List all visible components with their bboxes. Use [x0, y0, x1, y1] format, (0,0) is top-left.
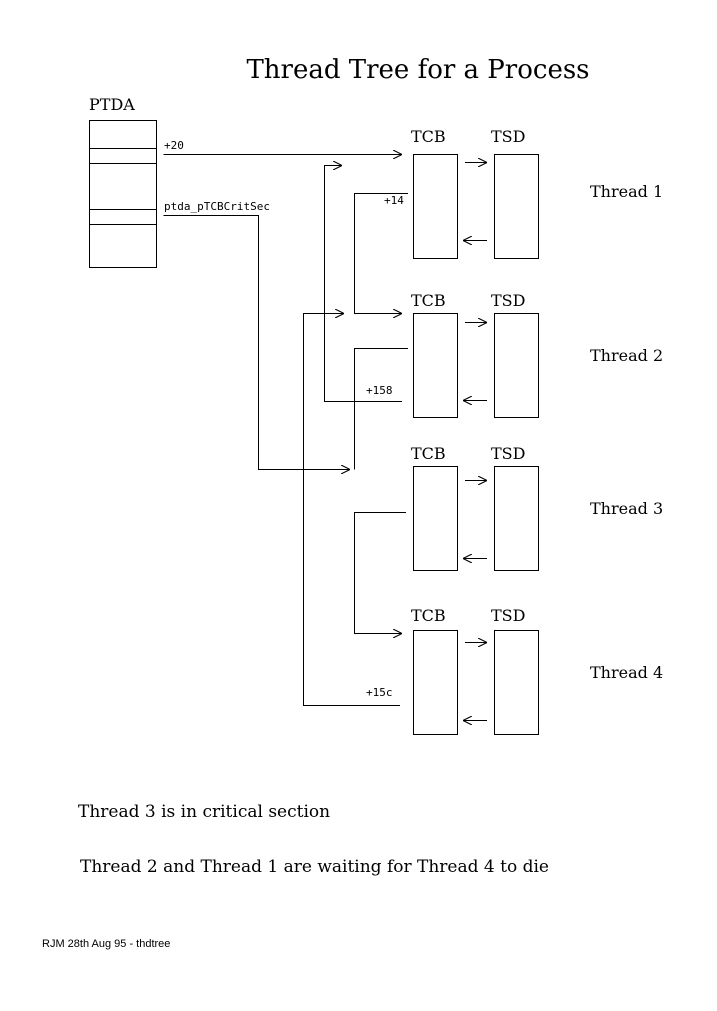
note-waiting: Thread 2 and Thread 1 are waiting for Th… [80, 857, 549, 877]
connectors [163, 155, 408, 706]
note-critical-section: Thread 3 is in critical section [78, 802, 330, 822]
thread-2-group: TCB TSD +158 Thread 2 [366, 291, 663, 418]
diagram-title: Thread Tree for a Process [246, 55, 589, 85]
thread-name: Thread 2 [590, 346, 663, 365]
tcb-box [413, 466, 458, 571]
ptda-box [89, 120, 157, 268]
tcb-label: TCB [411, 606, 446, 625]
thread-name: Thread 1 [590, 182, 663, 201]
thread-name: Thread 3 [590, 499, 663, 518]
thread-offset-label: +15c [366, 686, 393, 699]
thread-offset-label: +14 [384, 194, 404, 207]
tcb-box [413, 630, 458, 735]
tsd-label: TSD [491, 444, 525, 463]
ptda-block: PTDA +20 ptda_pTCBCritSec [89, 95, 270, 268]
tsd-box [494, 313, 539, 418]
tcb-label: TCB [411, 291, 446, 310]
tsd-box [494, 630, 539, 735]
thread-offset-label: +158 [366, 384, 393, 397]
tcb-box [413, 154, 458, 259]
ptda-field-label: ptda_pTCBCritSec [164, 200, 270, 213]
ptda-offset-label: +20 [164, 139, 184, 152]
tsd-box [494, 466, 539, 571]
tsd-label: TSD [491, 606, 525, 625]
footer-credit: RJM 28th Aug 95 - thdtree [42, 938, 170, 950]
thread-name: Thread 4 [590, 663, 663, 682]
thread1-to-thread2-arrow [354, 193, 408, 314]
thread-4-group: TCB TSD +15c Thread 4 [366, 606, 663, 735]
thread3-to-thread4-arrow [354, 512, 406, 634]
thread2-to-thread3-line [354, 348, 408, 470]
tsd-label: TSD [491, 291, 525, 310]
thread4-to-thread2-arrow [303, 314, 400, 706]
thread2-to-thread1-arrow [324, 166, 402, 402]
thread-1-group: TCB TSD +14 Thread 1 [384, 127, 663, 259]
tsd-label: TSD [491, 127, 525, 146]
critsec-to-thread3-arrow [163, 215, 350, 470]
tcb-label: TCB [411, 127, 446, 146]
tcb-box [413, 313, 458, 418]
tcb-label: TCB [411, 444, 446, 463]
ptda-label: PTDA [89, 95, 135, 114]
tsd-box [494, 154, 539, 259]
thread-3-group: TCB TSD Thread 3 [411, 444, 663, 571]
